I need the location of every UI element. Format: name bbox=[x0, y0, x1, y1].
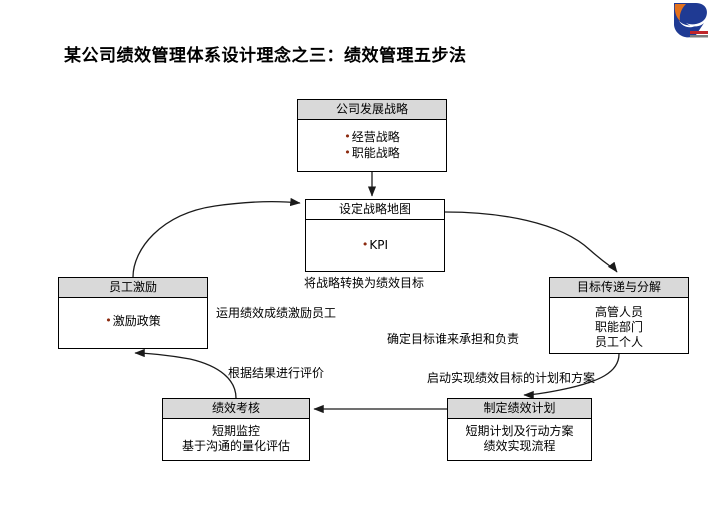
edge-motivate-to-map bbox=[132, 197, 301, 278]
node-line: 员工个人 bbox=[594, 335, 643, 349]
node-line: 经营战略 bbox=[298, 129, 446, 145]
edge-label-evaluate-results: 根据结果进行评价 bbox=[228, 366, 325, 380]
node-performance-appraisal[interactable]: 绩效考核 短期监控 基于沟通的量化评估 bbox=[162, 398, 310, 461]
page-title: 某公司绩效管理体系设计理念之三：绩效管理五步法 bbox=[64, 46, 467, 66]
node-body-company-strategy: 经营战略 职能战略 bbox=[298, 120, 446, 161]
node-line: 激励政策 bbox=[59, 313, 207, 329]
node-body-performance-appraisal: 短期监控 基于沟通的量化评估 bbox=[163, 419, 309, 454]
node-line: 绩效实现流程 bbox=[483, 439, 556, 453]
node-header-performance-plan: 制定绩效计划 bbox=[448, 399, 591, 419]
node-header-strategy-map: 设定战略地图 bbox=[306, 200, 444, 220]
node-header-goal-cascade: 目标传递与分解 bbox=[550, 278, 688, 298]
node-body-employee-motivation: 激励政策 bbox=[59, 298, 207, 329]
edge-map-to-cascade bbox=[444, 211, 618, 273]
node-company-strategy[interactable]: 公司发展战略 经营战略 职能战略 bbox=[297, 99, 447, 172]
company-logo bbox=[666, 1, 711, 41]
node-header-performance-appraisal: 绩效考核 bbox=[163, 399, 309, 419]
node-strategy-map[interactable]: 设定战略地图 KPI bbox=[305, 199, 445, 272]
edge-label-assign-responsibility: 确定目标谁来承担和负责 bbox=[387, 332, 520, 346]
node-performance-plan[interactable]: 制定绩效计划 短期计划及行动方案 绩效实现流程 bbox=[447, 398, 592, 461]
edge-label-strategy-to-goal: 将战略转换为绩效目标 bbox=[304, 276, 425, 290]
node-line: 短期计划及行动方案 bbox=[465, 424, 574, 438]
edge-label-motivate-employees: 运用绩效成绩激励员工 bbox=[216, 306, 337, 320]
node-line: 短期监控 bbox=[211, 424, 260, 438]
node-body-strategy-map: KPI bbox=[306, 220, 444, 253]
node-employee-motivation[interactable]: 员工激励 激励政策 bbox=[58, 277, 208, 349]
node-line: 高管人员 bbox=[594, 305, 643, 319]
node-body-performance-plan: 短期计划及行动方案 绩效实现流程 bbox=[448, 419, 591, 454]
node-body-goal-cascade: 高管人员 职能部门 员工个人 bbox=[550, 298, 688, 350]
node-header-company-strategy: 公司发展战略 bbox=[298, 100, 446, 120]
node-line: KPI bbox=[306, 237, 444, 253]
node-header-employee-motivation: 员工激励 bbox=[59, 278, 207, 298]
node-line: 基于沟通的量化评估 bbox=[181, 439, 290, 453]
node-line: 职能战略 bbox=[298, 145, 446, 161]
node-goal-cascade[interactable]: 目标传递与分解 高管人员 职能部门 员工个人 bbox=[549, 277, 689, 354]
node-line: 职能部门 bbox=[594, 320, 643, 334]
edge-appraisal-to-motivate bbox=[134, 348, 237, 399]
edge-label-launch-plan: 启动实现绩效目标的计划和方案 bbox=[427, 371, 596, 385]
